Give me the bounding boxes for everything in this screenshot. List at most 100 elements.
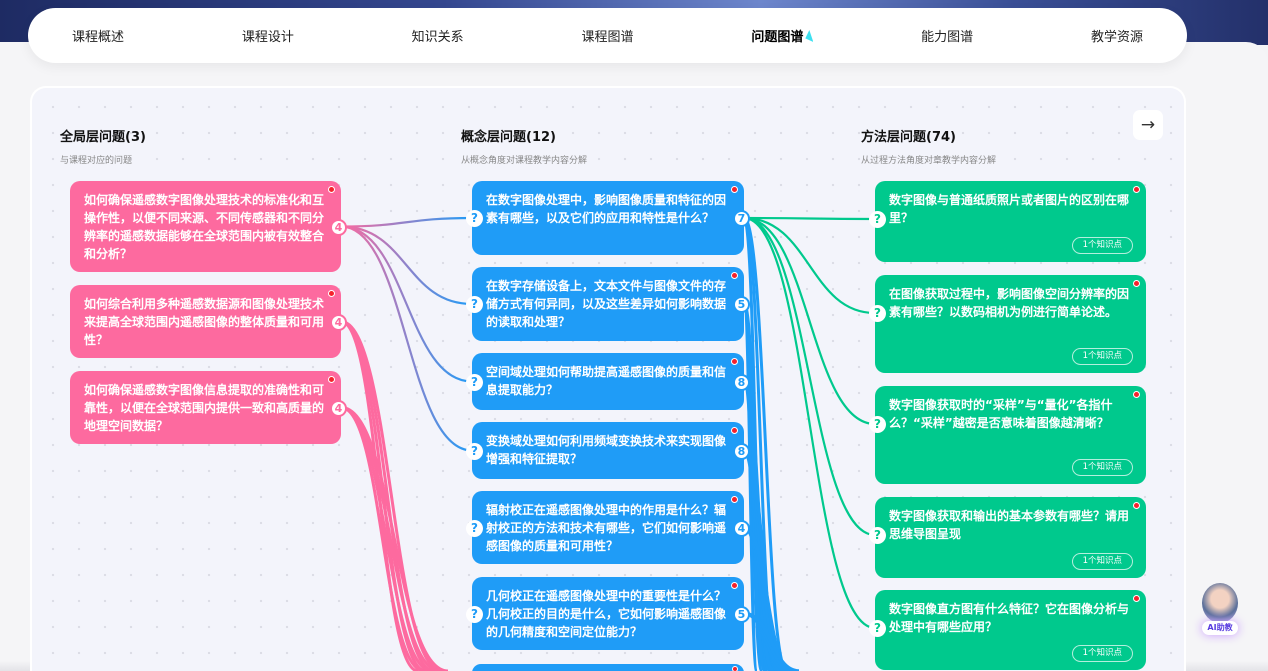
concept-method-link bbox=[743, 216, 876, 315]
child-count-badge[interactable]: 4 bbox=[330, 399, 347, 417]
tab-course-graph[interactable]: 课程图谱 bbox=[581, 30, 634, 45]
question-text: 数字图像直方图有什么特征？它在图像分析与处理中有哪些应用？ bbox=[889, 602, 1130, 634]
global-question-card[interactable]: 如何确保遥感数字图像信息提取的准确性和可靠性，以便在全球范围内提供一致和高质量的… bbox=[70, 371, 347, 444]
question-text: 在图像获取过程中，影响图像空间分辨率的因素有哪些？以数码相机为例进行简单论述。 bbox=[889, 287, 1130, 319]
question-card-partial[interactable] bbox=[472, 664, 744, 671]
global-concept-link bbox=[340, 406, 441, 671]
knowledge-point-tag[interactable]: 1个知识点 bbox=[1071, 553, 1133, 570]
question-icon: ? bbox=[869, 416, 886, 433]
column-subtitle: 与课程对应的问题 bbox=[60, 156, 133, 166]
tab-resources[interactable]: 教学资源 bbox=[1090, 30, 1143, 45]
child-count-badge[interactable]: 8 bbox=[733, 373, 750, 391]
question-text: 数字图像获取时的“采样”与“量化”各指什么？“采样”越密是否意味着图像越清晰？ bbox=[889, 398, 1113, 430]
global-concept-link bbox=[340, 225, 473, 383]
unread-dot bbox=[1133, 502, 1140, 509]
concept-method-link bbox=[743, 216, 876, 630]
next-arrow-button[interactable]: → bbox=[1133, 110, 1163, 140]
question-icon: ? bbox=[869, 527, 886, 544]
knowledge-point-tag[interactable]: 1个知识点 bbox=[1071, 348, 1133, 365]
concept-method-link bbox=[743, 216, 876, 221]
question-graph-panel: 全局层问题(3) 与课程对应的问题 概念层问题(12) 从概念角度对课程教学内容… bbox=[30, 86, 1186, 671]
question-text: 几何校正在遥感图像处理中的重要性是什么？几何校正的目的是什么，它如何影响遥感图像… bbox=[486, 589, 727, 639]
unread-dot bbox=[1133, 280, 1140, 287]
unread-dot bbox=[328, 290, 335, 297]
knowledge-point-tag[interactable]: 1个知识点 bbox=[1071, 645, 1133, 662]
tab-ability-graph[interactable]: 能力图谱 bbox=[921, 30, 974, 45]
concept-question-card[interactable]: 空间域处理如何帮助提高遥感图像的质量和信息提取能力？?8 bbox=[466, 353, 750, 410]
global-concept-link bbox=[340, 216, 473, 228]
global-concept-link bbox=[340, 225, 473, 452]
method-question-card[interactable]: 数字图像获取时的“采样”与“量化”各指什么？“采样”越密是否意味着图像越清晰？?… bbox=[869, 386, 1146, 484]
child-count-badge[interactable]: 7 bbox=[733, 210, 750, 227]
child-count-badge[interactable]: 4 bbox=[733, 519, 750, 537]
method-question-card[interactable]: 数字图像获取和输出的基本参数有哪些？请用思维导图呈现? 1个知识点 bbox=[869, 497, 1146, 578]
knowledge-point-tag[interactable]: 1个知识点 bbox=[1071, 237, 1133, 254]
question-text: 数字图像获取和输出的基本参数有哪些？请用思维导图呈现 bbox=[889, 509, 1130, 541]
connector-lines bbox=[340, 216, 876, 671]
ai-assistant-button[interactable]: AI助教 bbox=[1196, 583, 1244, 639]
unread-dot bbox=[1133, 186, 1140, 193]
question-icon: ? bbox=[466, 210, 483, 227]
question-icon: ? bbox=[466, 519, 483, 537]
column-global: 全局层问题(3) 与课程对应的问题 bbox=[60, 126, 146, 166]
tab-question-graph[interactable]: 问题图谱 bbox=[751, 26, 803, 45]
unread-dot bbox=[731, 427, 738, 434]
child-count-badge[interactable]: 5 bbox=[733, 296, 750, 313]
column-concept: 概念层问题(12) 从概念角度对课程教学内容分解 bbox=[461, 126, 587, 166]
column-title: 概念层问题(12) bbox=[461, 130, 556, 145]
concept-question-card[interactable]: 几何校正在遥感图像处理中的重要性是什么？几何校正的目的是什么，它如何影响遥感图像… bbox=[466, 577, 750, 650]
concept-method-link bbox=[743, 611, 800, 671]
global-concept-link bbox=[340, 225, 473, 306]
concept-question-card[interactable]: 辐射校正在遥感图像处理中的作用是什么？辐射校正的方法和技术有哪些，它们如何影响遥… bbox=[466, 491, 750, 564]
unread-dot bbox=[731, 582, 738, 589]
tab-overview[interactable]: 课程概述 bbox=[72, 30, 125, 45]
concept-method-link bbox=[742, 216, 789, 671]
unread-dot bbox=[1133, 391, 1140, 398]
top-nav: 课程概述 课程设计 知识关系 课程图谱 问题图谱 能力图谱 教学资源 bbox=[28, 8, 1187, 63]
unread-dot bbox=[1133, 595, 1140, 602]
child-count-badge[interactable]: 5 bbox=[733, 605, 750, 623]
global-concept-link bbox=[340, 320, 435, 671]
concept-question-card[interactable]: 变换域处理如何利用频域变换技术来实现图像增强和特征提取？?8 bbox=[466, 422, 750, 479]
unread-dot bbox=[732, 666, 738, 671]
column-title: 全局层问题(3) bbox=[60, 130, 146, 145]
tab-design[interactable]: 课程设计 bbox=[241, 30, 294, 45]
method-question-card[interactable]: 数字图像与普通纸质照片或者图片的区别在哪里？? 1个知识点 bbox=[869, 181, 1146, 262]
unread-dot bbox=[731, 186, 738, 193]
question-text: 数字图像与普通纸质照片或者图片的区别在哪里？ bbox=[889, 193, 1130, 225]
concept-method-link bbox=[743, 216, 876, 426]
knowledge-point-tag[interactable]: 1个知识点 bbox=[1071, 459, 1133, 476]
method-question-card[interactable]: 在图像获取过程中，影响图像空间分辨率的因素有哪些？以数码相机为例进行简单论述。?… bbox=[869, 275, 1146, 373]
question-icon: ? bbox=[466, 442, 483, 460]
global-concept-link bbox=[340, 320, 443, 671]
column-title: 方法层问题(74) bbox=[861, 130, 956, 145]
question-icon: ? bbox=[466, 373, 483, 391]
question-icon: ? bbox=[869, 211, 886, 228]
question-icon: ? bbox=[466, 296, 483, 313]
concept-question-card[interactable]: 在数字图像处理中，影响图像质量和特征的因素有哪些，以及它们的应用和特性是什么？?… bbox=[466, 181, 750, 255]
question-text: 如何综合利用多种遥感数据源和图像处理技术来提高全球范围内遥感图像的整体质量和可用… bbox=[84, 297, 325, 347]
global-concept-link bbox=[340, 406, 449, 671]
question-icon: ? bbox=[466, 605, 483, 623]
concept-method-link bbox=[743, 216, 876, 537]
question-icon: ? bbox=[869, 620, 886, 637]
ai-avatar-icon bbox=[1202, 583, 1238, 623]
global-question-card[interactable]: 如何综合利用多种遥感数据源和图像处理技术来提高全球范围内遥感图像的整体质量和可用… bbox=[70, 285, 347, 358]
unread-dot bbox=[731, 272, 738, 279]
method-question-card[interactable]: 数字图像直方图有什么特征？它在图像分析与处理中有哪些应用？? 1个知识点 bbox=[869, 590, 1146, 670]
concept-question-card[interactable]: 在数字存储设备上，文本文件与图像文件的存储方式有何异同，以及这些差异如何影响数据… bbox=[466, 267, 750, 341]
unread-dot bbox=[731, 358, 738, 365]
child-count-badge[interactable]: 4 bbox=[330, 218, 347, 236]
question-text: 如何确保遥感数字图像处理技术的标准化和互操作性，以便不同来源、不同传感器和不同分… bbox=[84, 193, 325, 261]
column-subtitle: 从过程方法角度对章教学内容分解 bbox=[861, 156, 997, 166]
child-count-badge[interactable]: 4 bbox=[330, 313, 347, 331]
unread-dot bbox=[731, 496, 738, 503]
column-method: 方法层问题(74) 从过程方法角度对章教学内容分解 bbox=[861, 126, 996, 166]
question-text: 在数字存储设备上，文本文件与图像文件的存储方式有何异同，以及这些差异如何影响数据… bbox=[486, 279, 727, 329]
global-question-card[interactable]: 如何确保遥感数字图像处理技术的标准化和互操作性，以便不同来源、不同传感器和不同分… bbox=[70, 181, 347, 272]
column-subtitle: 从概念角度对课程教学内容分解 bbox=[461, 156, 588, 166]
tab-knowledge[interactable]: 知识关系 bbox=[411, 30, 464, 45]
question-text: 在数字图像处理中，影响图像质量和特征的因素有哪些，以及它们的应用和特性是什么？ bbox=[486, 193, 727, 225]
child-count-badge[interactable]: 8 bbox=[733, 442, 750, 460]
question-icon: ? bbox=[869, 305, 886, 322]
